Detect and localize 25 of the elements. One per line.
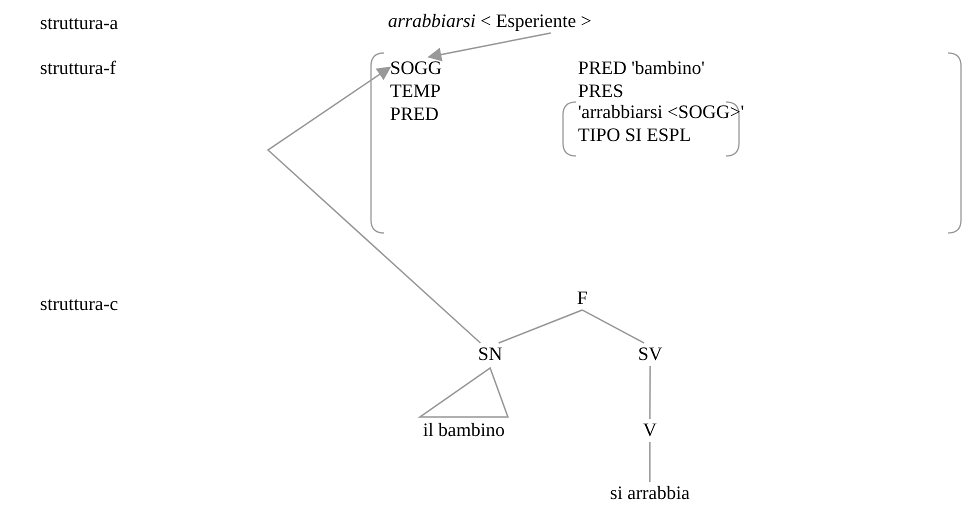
row-label: struttura-a — [40, 12, 118, 35]
feature-name: TEMP — [390, 80, 441, 103]
argument-structure-text: arrabbiarsi < Esperiente > — [388, 10, 592, 33]
tree-node-label: V — [643, 419, 657, 442]
f-structure-bracket — [370, 52, 962, 234]
arrow — [266, 66, 481, 344]
tree-triangle — [418, 366, 509, 418]
feature-value: 'arrabbiarsi <SOGG>' — [578, 101, 744, 124]
arrow — [427, 32, 551, 62]
feature-name: SOGG — [390, 57, 442, 80]
feature-value: PRED 'bambino' — [578, 57, 705, 80]
tree-leaf-text: si arrabbia — [610, 482, 690, 505]
feature-name: PRED — [390, 103, 439, 126]
feature-value: PRES — [578, 80, 624, 103]
tree-branch-line — [649, 366, 651, 419]
row-label: struttura-c — [40, 293, 118, 316]
tree-branch-line — [582, 309, 644, 344]
tree-leaf-text: il bambino — [423, 419, 505, 442]
row-label: struttura-f — [40, 57, 116, 80]
tree-node-label: SN — [478, 343, 502, 366]
tree-branch-line — [498, 309, 583, 344]
feature-value: TIPO SI ESPL — [578, 124, 692, 147]
tree-branch-line — [649, 442, 651, 482]
tree-node-label: SV — [638, 343, 662, 366]
tree-node-label: F — [577, 287, 588, 310]
